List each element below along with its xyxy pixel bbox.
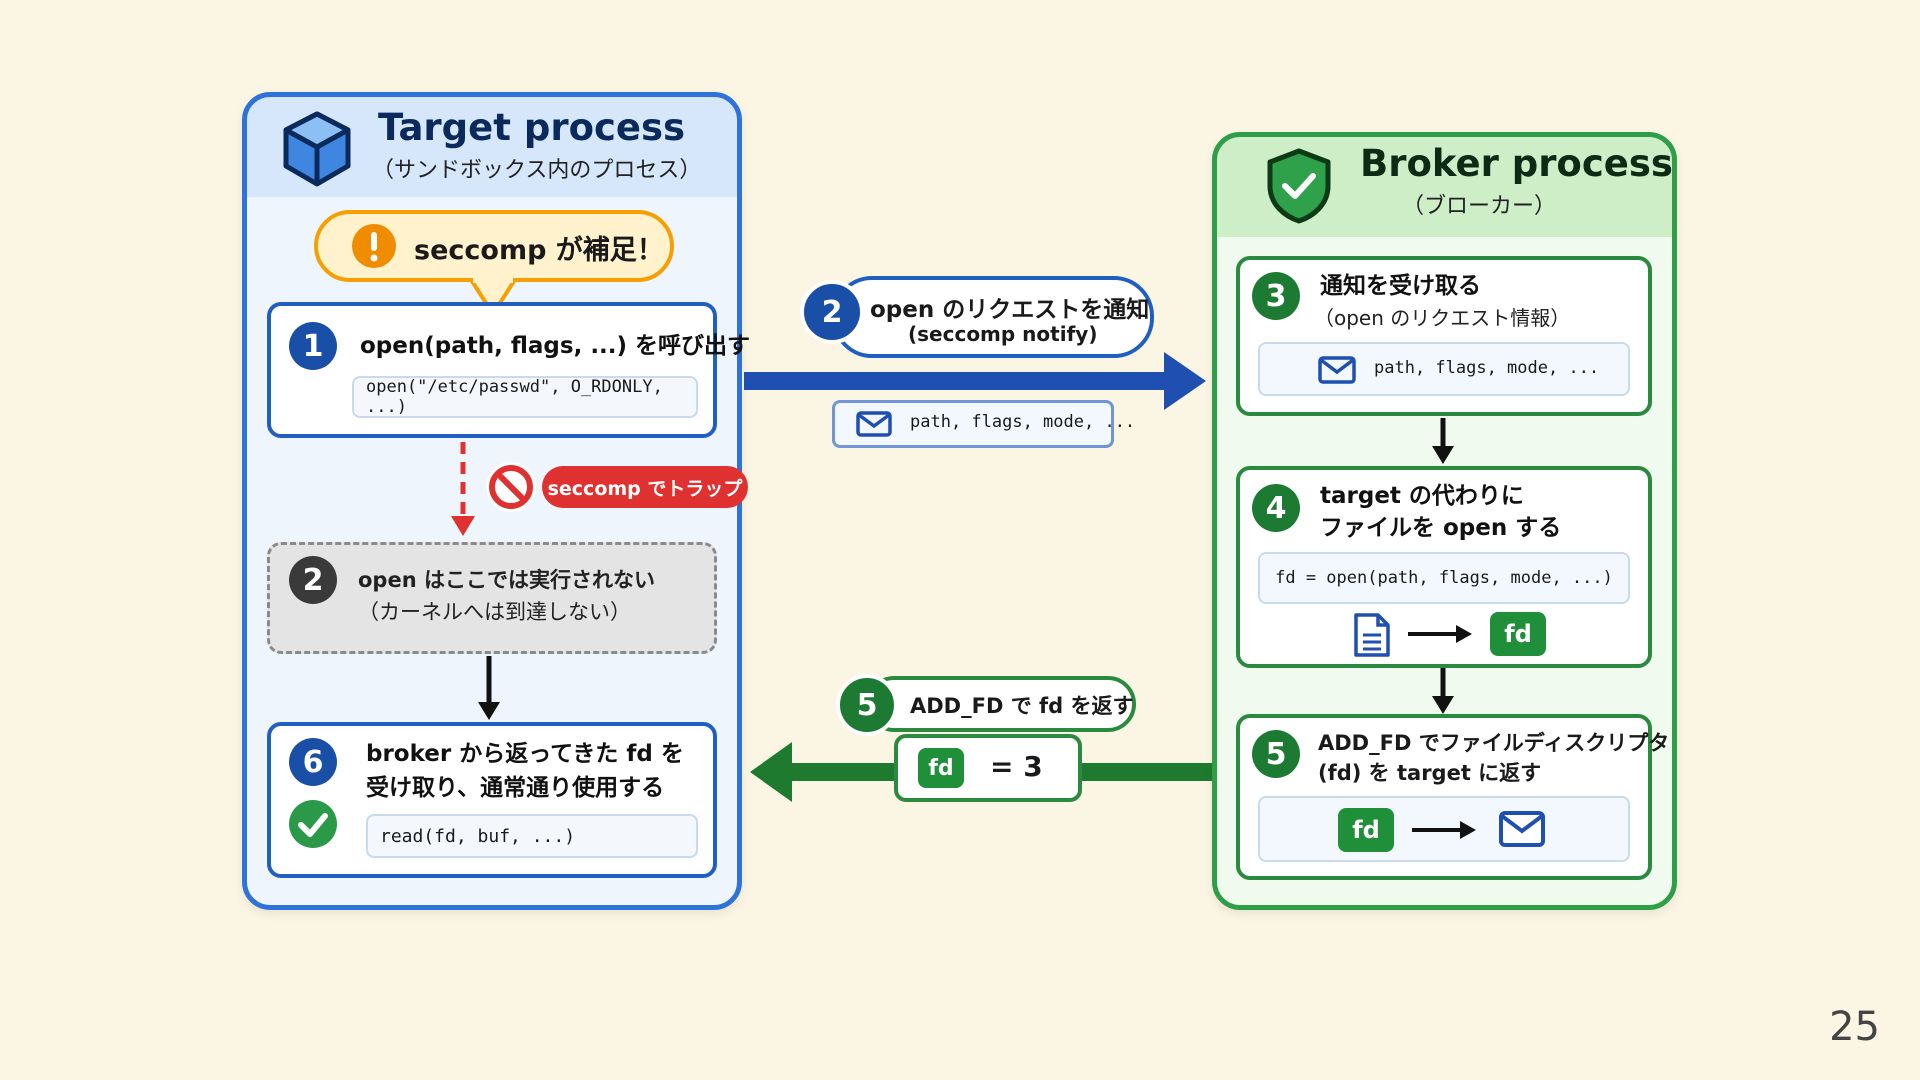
arrow-right-icon <box>744 352 1206 410</box>
alert-text: seccomp が補足！ <box>414 235 664 266</box>
return-label: ADD_FD で fd を返す <box>910 694 1134 718</box>
step4-line1: target の代わりに <box>1320 483 1524 509</box>
return-pill <box>866 676 1136 732</box>
step1-text: open(path, flags, ...) を呼び出す <box>360 333 751 359</box>
mail-icon <box>1499 811 1545 847</box>
return-fd-chip: fd <box>918 748 964 788</box>
mail-icon <box>856 411 892 437</box>
target-subtitle: （サンドボックス内のプロセス） <box>372 158 702 183</box>
arrow-right-icon <box>1408 625 1472 643</box>
down-arrow <box>478 656 500 720</box>
step4-line2: ファイルを open する <box>1320 515 1562 541</box>
step3-number: 3 <box>1252 272 1300 320</box>
check-icon <box>289 800 337 848</box>
step6-code: read(fd, buf, ...) <box>366 814 698 858</box>
bubble-tail <box>470 278 516 318</box>
cube-icon <box>283 111 351 187</box>
step2-number: 2 <box>289 556 337 604</box>
step4-code: fd = open(path, flags, mode, ...) <box>1258 552 1630 604</box>
return-fd-value: = 3 <box>990 750 1043 783</box>
step1-code: open("/etc/passwd", O_RDONLY, ...) <box>352 376 698 418</box>
shield-check-icon <box>1267 148 1331 224</box>
notify-pill <box>832 276 1154 358</box>
mail-icon <box>1318 356 1356 384</box>
broker-subtitle: （ブローカー） <box>1402 194 1557 219</box>
page-number: 25 <box>1829 1004 1880 1050</box>
step3-line2: （open のリクエスト情報） <box>1314 306 1571 330</box>
return-number: 5 <box>836 674 898 736</box>
step4-number: 4 <box>1252 484 1300 532</box>
notify-number: 2 <box>800 280 864 344</box>
step6-line2: 受け取り、通常通り使用する <box>366 775 665 801</box>
step2-not-executed-box <box>267 542 717 654</box>
down-arrow <box>1432 418 1454 464</box>
notify-line2: (seccomp notify) <box>908 322 1098 346</box>
step3-line1: 通知を受け取る <box>1320 273 1481 299</box>
step5-number: 5 <box>1252 730 1300 778</box>
trap-arrow <box>451 442 475 536</box>
step5-fd-chip: fd <box>1338 808 1394 852</box>
document-icon <box>1354 613 1390 657</box>
step5-line1: ADD_FD でファイルディスクリプタ <box>1318 731 1670 755</box>
trap-label: seccomp でトラップ <box>542 466 748 508</box>
step3-code: path, flags, mode, ... <box>1374 358 1600 378</box>
arrow-right-icon <box>1412 821 1476 839</box>
step2-line1: open はここでは実行されない <box>358 568 655 592</box>
no-entry-icon <box>486 462 536 512</box>
notify-line1: open のリクエストを通知 <box>870 297 1150 323</box>
notify-payload: path, flags, mode, ... <box>910 412 1136 432</box>
step4-fd-chip: fd <box>1490 612 1546 656</box>
step6-line1: broker から返ってきた fd を <box>366 741 684 767</box>
step5-line2: (fd) を target に返す <box>1318 761 1542 785</box>
broker-title: Broker process <box>1360 142 1673 185</box>
target-title: Target process <box>378 106 686 149</box>
down-arrow <box>1432 668 1454 714</box>
step2-line2: （カーネルへは到達しない） <box>358 600 631 624</box>
step1-number: 1 <box>289 322 337 370</box>
step6-number: 6 <box>289 738 337 786</box>
alert-icon <box>352 224 396 268</box>
